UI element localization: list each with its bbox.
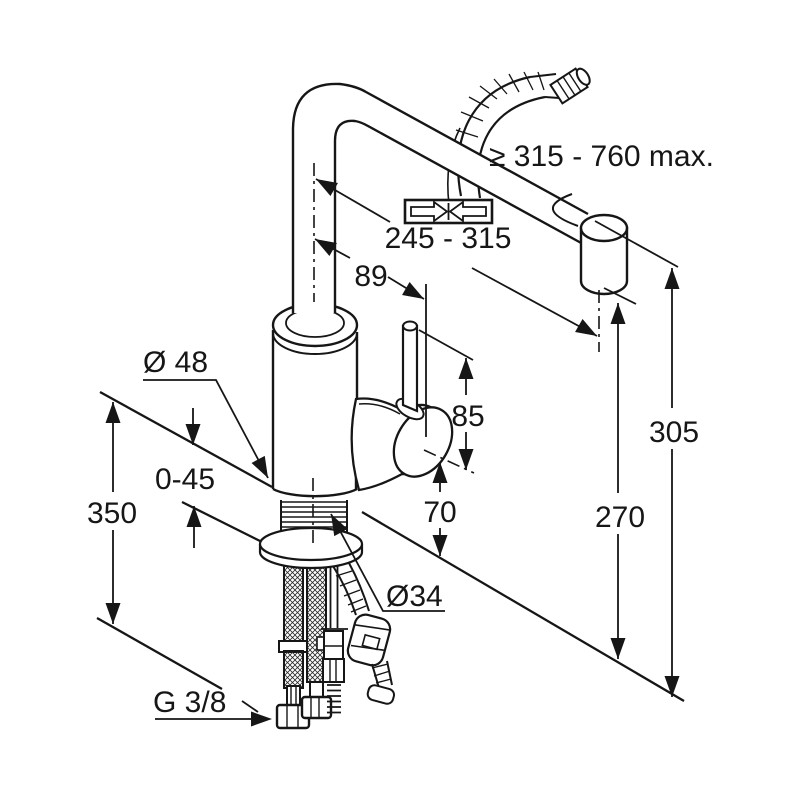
spray-head [579,213,629,296]
supply-hoses [275,565,333,730]
pull-out-direction-icon [403,198,494,225]
lever-pin [395,320,425,421]
dim-0-45-label: 0-45 [155,463,215,496]
spout-pipe [291,82,589,313]
dim-70-label: 70 [423,496,456,529]
pullout-travel-label: 245 - 315 [385,222,512,255]
control-knob [350,397,454,492]
dim-85-label: 85 [451,400,484,433]
hose-connector [549,67,591,105]
dimension-labels: ≥ 315 - 760 max. 245 - 315 89 Ø 48 0-45 … [87,140,714,719]
hose-weight [346,613,392,667]
mounting-stud [316,565,348,714]
dim-305-label: 305 [649,416,699,449]
dim-270-label: 270 [595,501,645,534]
dim-89-label: 89 [354,260,387,293]
dim-350-label: 350 [87,497,137,530]
faucet-body [258,302,454,570]
dim-d34-label: Ø34 [386,580,443,613]
hose-length-label: ≥ 315 - 760 max. [489,140,714,173]
countertop-lines [96,390,685,702]
dim-d48-label: Ø 48 [143,346,208,379]
thread-size-label: G 3/8 [153,686,226,719]
pullout-hose-with-weight [332,562,396,705]
